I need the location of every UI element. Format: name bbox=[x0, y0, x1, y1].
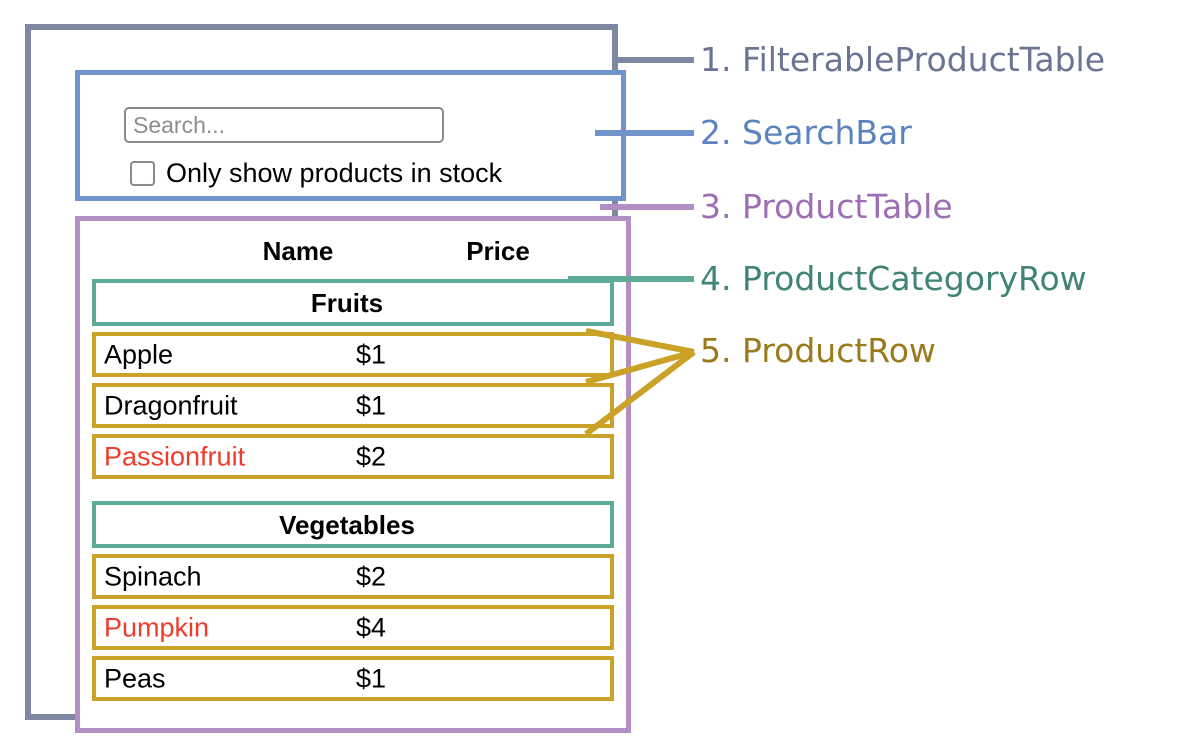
product-price: $2 bbox=[356, 561, 387, 591]
table-body: Fruits Apple $1 Dragonfruit $1 Passionfr… bbox=[92, 279, 614, 707]
annotation-label-2: 2. SearchBar bbox=[700, 116, 912, 149]
product-row: Peas $1 bbox=[92, 656, 614, 701]
product-row: Pumpkin $4 bbox=[92, 605, 614, 650]
product-price: $1 bbox=[356, 390, 387, 420]
annotation-text-4: ProductCategoryRow bbox=[742, 259, 1087, 298]
annotation-number-1: 1. bbox=[700, 40, 732, 79]
table-header-row: Name Price bbox=[80, 229, 626, 273]
product-name: Pumpkin bbox=[104, 612, 210, 642]
annotation-label-4: 4. ProductCategoryRow bbox=[700, 262, 1087, 295]
product-price: $1 bbox=[356, 339, 387, 369]
product-name: Passionfruit bbox=[104, 441, 246, 471]
product-category-row: Vegetables bbox=[92, 501, 614, 548]
search-input[interactable]: Search... bbox=[124, 107, 444, 143]
category-label: Vegetables bbox=[279, 509, 415, 540]
annotation-label-1: 1. FilterableProductTable bbox=[700, 43, 1105, 76]
annotation-text-2: SearchBar bbox=[742, 113, 912, 152]
category-label: Fruits bbox=[310, 287, 384, 318]
search-input-placeholder: Search... bbox=[133, 111, 226, 138]
annotation-number-4: 4. bbox=[700, 259, 732, 298]
product-row: Passionfruit $2 bbox=[92, 434, 614, 479]
annotation-number-5: 5. bbox=[700, 331, 732, 370]
product-row: Apple $1 bbox=[92, 332, 614, 377]
checkbox-icon[interactable] bbox=[130, 161, 155, 186]
product-price: $4 bbox=[356, 612, 387, 642]
product-name: Spinach bbox=[104, 561, 202, 591]
product-row: Spinach $2 bbox=[92, 554, 614, 599]
annotation-number-2: 2. bbox=[700, 113, 732, 152]
product-row: Dragonfruit $1 bbox=[92, 383, 614, 428]
annotation-text-3: ProductTable bbox=[742, 187, 953, 226]
annotation-text-5: ProductRow bbox=[742, 331, 936, 370]
column-header-price: Price bbox=[466, 236, 530, 266]
product-price: $1 bbox=[356, 663, 387, 693]
product-name: Apple bbox=[104, 339, 174, 369]
search-bar-box: Search... Only show products in stock bbox=[75, 70, 626, 201]
product-name: Dragonfruit bbox=[104, 390, 238, 420]
product-category-row: Fruits bbox=[92, 279, 614, 326]
filterable-product-table-box: Search... Only show products in stock Na… bbox=[25, 24, 631, 733]
group-spacer bbox=[92, 485, 614, 501]
product-name: Peas bbox=[104, 663, 166, 693]
product-table-box: Name Price Fruits Apple $1 Dragonfruit $… bbox=[75, 216, 631, 733]
annotation-label-3: 3. ProductTable bbox=[700, 190, 953, 223]
in-stock-filter-row[interactable]: Only show products in stock bbox=[130, 160, 502, 187]
annotation-text-1: FilterableProductTable bbox=[742, 40, 1105, 79]
product-price: $2 bbox=[356, 441, 387, 471]
column-header-name: Name bbox=[262, 236, 334, 266]
annotation-number-3: 3. bbox=[700, 187, 732, 226]
annotation-label-5: 5. ProductRow bbox=[700, 334, 936, 367]
in-stock-filter-label: Only show products in stock bbox=[166, 158, 503, 188]
